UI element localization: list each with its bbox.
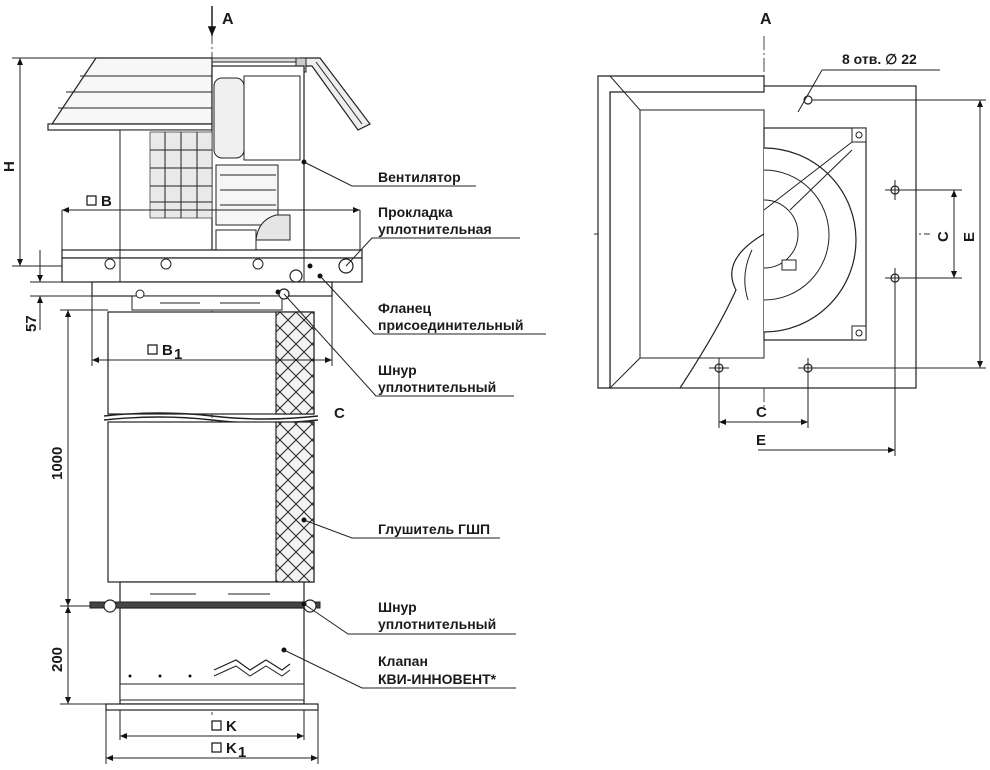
break-line-top: [103, 412, 319, 420]
dim-plan-E-horizontal: E: [756, 432, 766, 449]
dim-K1: K: [226, 740, 237, 757]
fan-hood: [47, 57, 371, 131]
square-symbol-B1: [147, 344, 158, 355]
dim-plan-C-vertical: C: [935, 231, 952, 242]
callout-gasket-line2: уплотнительная: [378, 221, 492, 237]
section-C-label: C: [334, 405, 345, 422]
plan-impeller-scroll: [763, 147, 857, 333]
callout-cord-bottom-line1: Шнур: [378, 599, 417, 615]
callout-gasket-line1: Прокладка: [378, 204, 453, 220]
plan-hood-edge: [597, 75, 765, 389]
callout-cord-bottom-line2: уплотнительный: [378, 616, 496, 632]
dim-200: 200: [49, 647, 66, 672]
callout-valve-line2: КВИ-ИННОВЕНТ*: [378, 671, 497, 687]
dim-B1-sub: 1: [174, 346, 182, 363]
view-arrow-label: A: [222, 11, 234, 28]
dim-K1-sub: 1: [238, 744, 246, 761]
dim-K: K: [226, 718, 237, 735]
side-view: A: [1, 6, 371, 764]
fan-body: [119, 65, 307, 251]
callout-leaders: [283, 161, 546, 689]
silencer-lower: [107, 421, 315, 583]
fan-base: [61, 249, 363, 283]
callout-flange-line2: присоединительный: [378, 317, 523, 333]
plan-view-title: A: [760, 11, 772, 28]
dim-plan-E-vertical: E: [961, 232, 978, 242]
dim-H: H: [1, 161, 18, 172]
connection-flange: [91, 281, 333, 311]
callout-silencer: Глушитель ГШП: [378, 521, 490, 537]
dimension-lines-left: [12, 57, 361, 764]
dim-1000: 1000: [49, 447, 66, 480]
dim-57: 57: [23, 315, 40, 332]
valve-body: [105, 607, 319, 711]
dim-plan-C-horizontal: C: [756, 404, 767, 421]
plan-hood-inner: [639, 109, 765, 359]
silencer-upper: [107, 311, 315, 415]
callout-valve-line1: Клапан: [378, 653, 428, 669]
dimension-lines-plan: [718, 99, 986, 456]
dim-B: B: [101, 193, 112, 210]
plan-cutaway: [679, 233, 765, 389]
callout-cord-top-line1: Шнур: [378, 362, 417, 378]
square-symbol-K: [211, 720, 222, 731]
square-symbol-B: [86, 195, 97, 206]
dim-B1: B: [162, 342, 173, 359]
callout-flange-line1: Фланец: [378, 300, 432, 316]
fan-grille: [149, 131, 213, 219]
holes-leader: [797, 69, 823, 113]
holes-callout: 8 отв. ∅ 22: [842, 51, 917, 67]
callout-fan: Вентилятор: [378, 169, 461, 185]
square-symbol-K1: [211, 742, 222, 753]
callout-cord-top-line2: уплотнительный: [378, 379, 496, 395]
plan-view: A: [594, 11, 986, 456]
